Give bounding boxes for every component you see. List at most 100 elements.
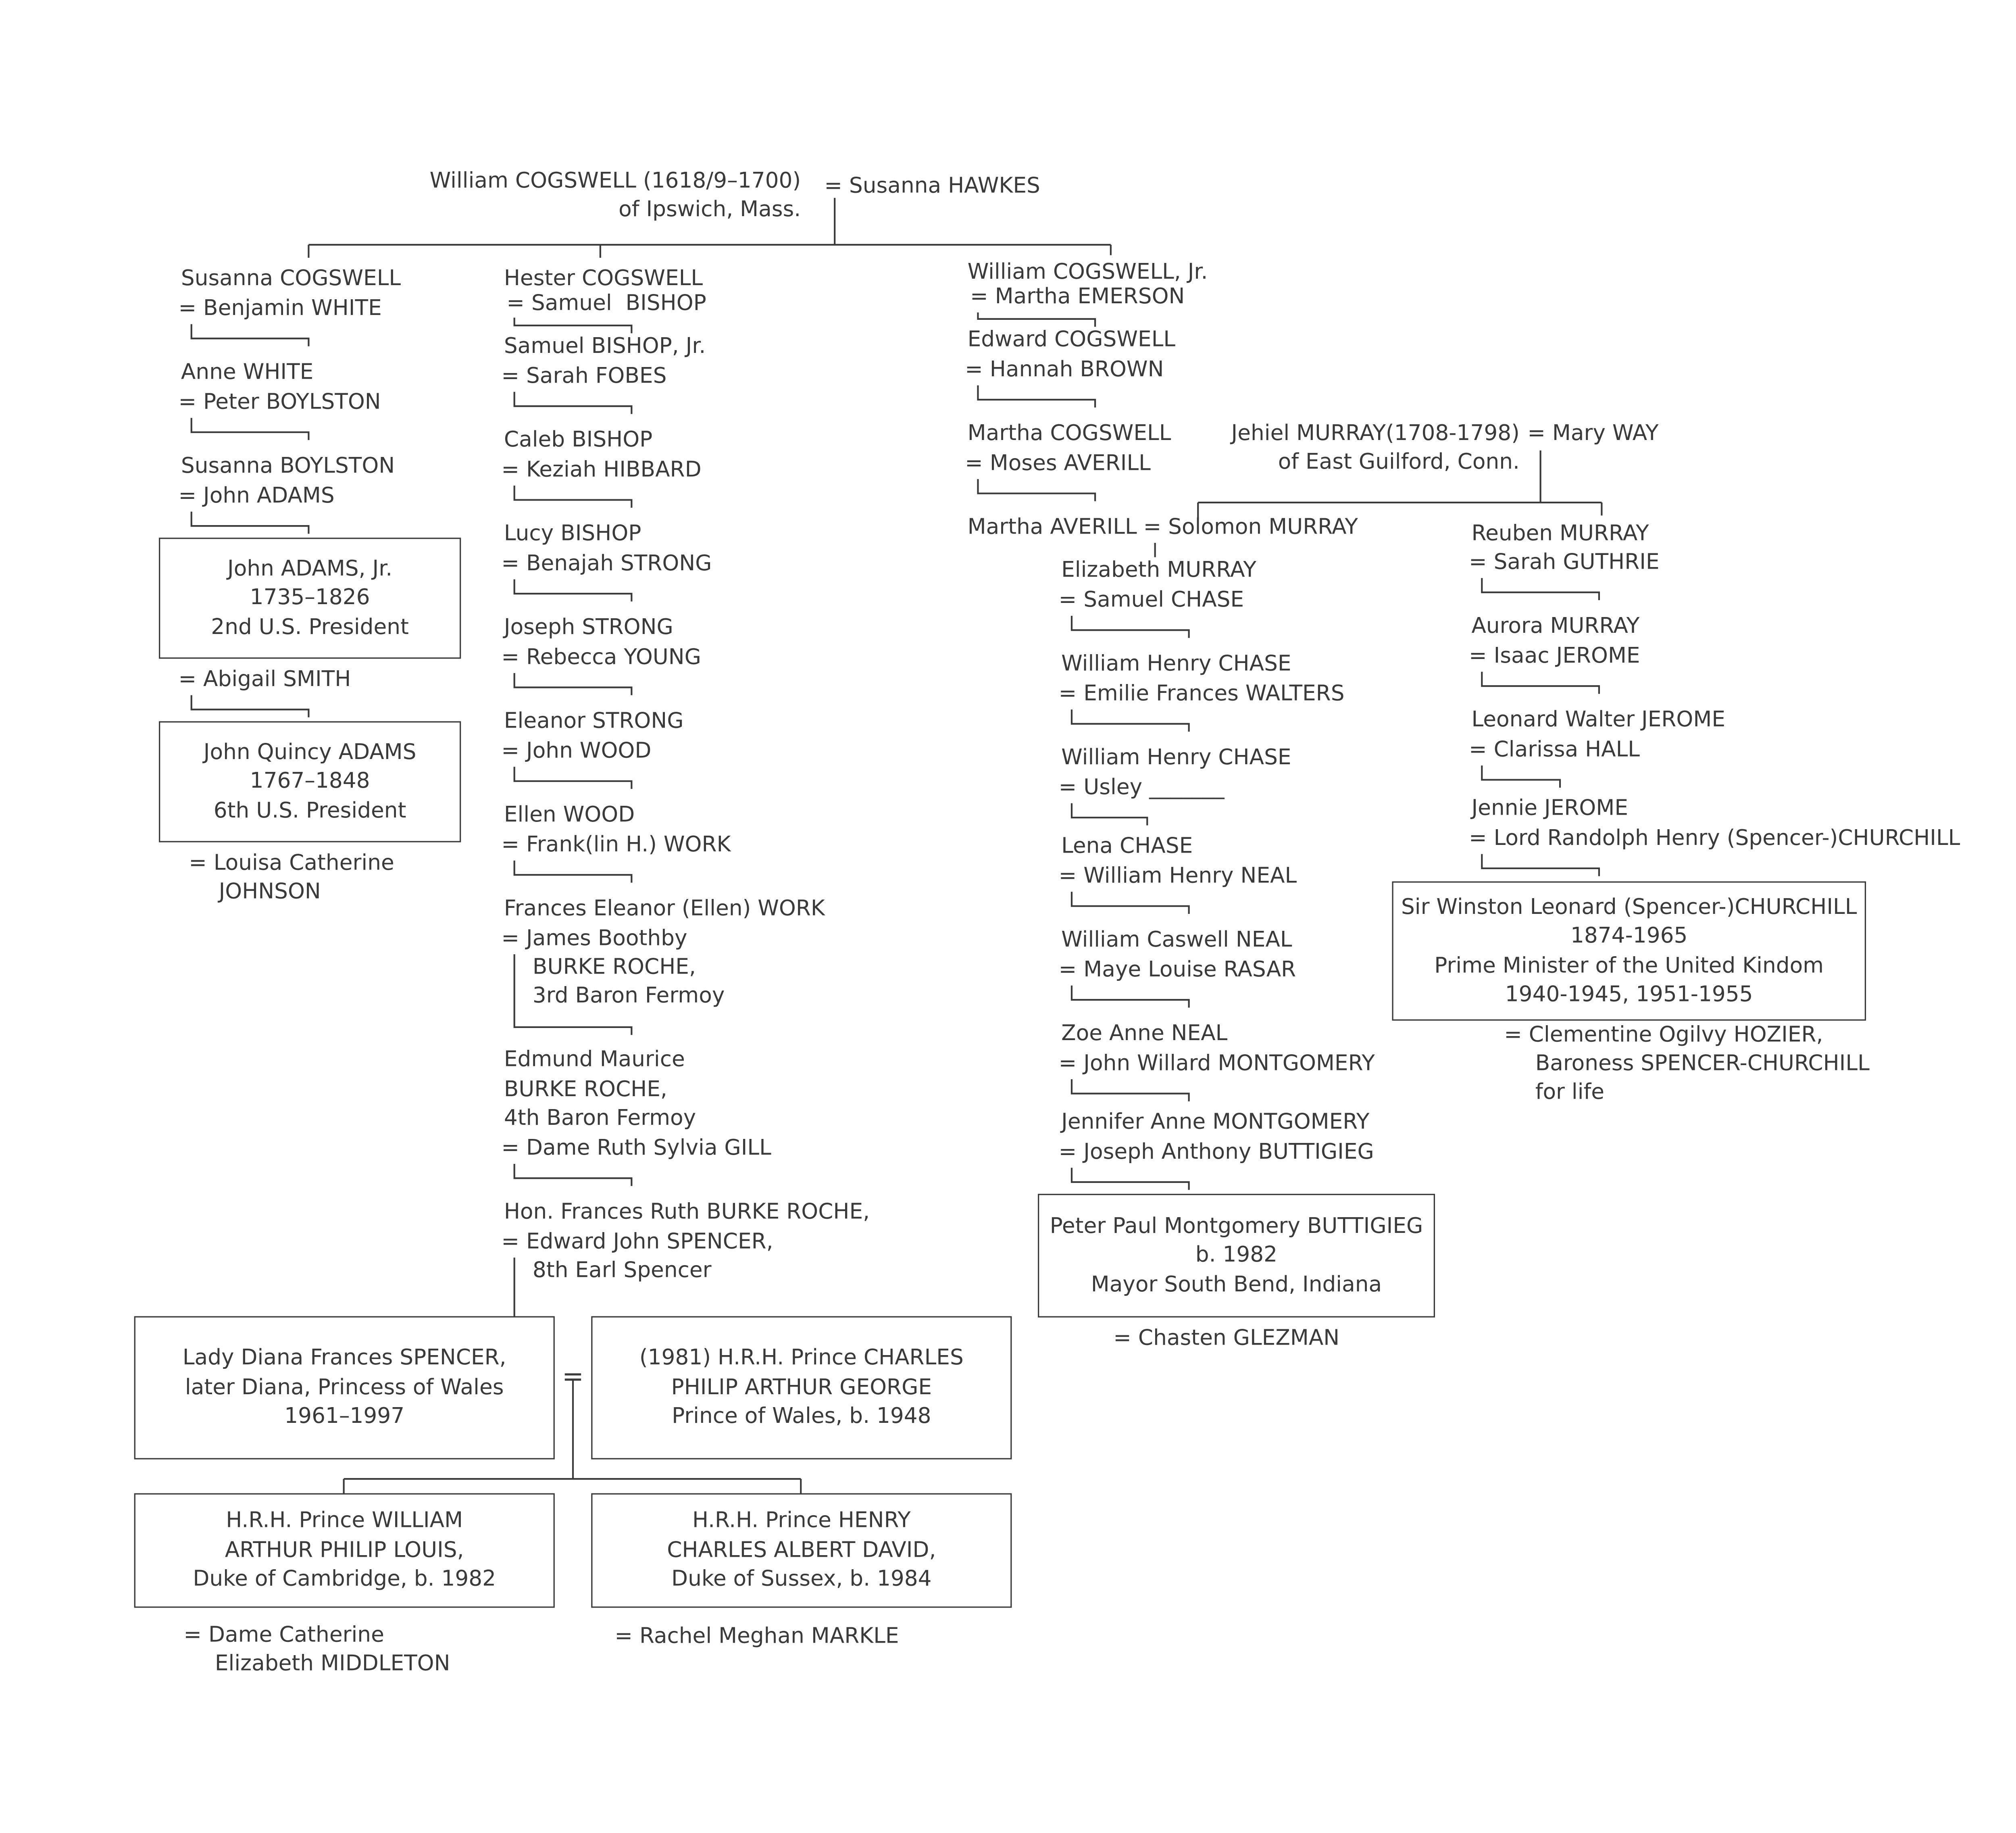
henry-box: H.R.H. Prince HENRY CHARLES ALBERT DAVID… <box>591 1493 1012 1608</box>
royal-person-10: Hon. Frances Ruth BURKE ROCHE, <box>504 1199 870 1224</box>
buttigieg-spouse-5: = Maye Louise RASAR <box>1058 957 1296 982</box>
buttigieg-spouse-1: = Samuel CHASE <box>1058 587 1244 612</box>
royal-spouse-3: = Keziah HIBBARD <box>501 457 702 482</box>
royal-descent <box>513 486 633 508</box>
royal-spouse-10-line2: 8th Earl Spencer <box>532 1257 712 1282</box>
churchill-spouse-1: = Sarah GUTHRIE <box>1468 549 1660 574</box>
william-spouse-line1: = Dame Catherine <box>183 1622 384 1647</box>
buttigieg-person-7: Jennifer Anne MONTGOMERY <box>1061 1109 1370 1134</box>
royal-person-8: Frances Eleanor (Ellen) WORK <box>504 895 825 921</box>
murray-root-name: Jehiel MURRAY(1708-1798) <box>1231 420 1520 445</box>
william-spouse-line2: Elizabeth MIDDLETON <box>215 1651 450 1676</box>
cogswell-spouse-1: = Martha EMERSON <box>970 284 1185 309</box>
cogswell-person-4: Martha AVERILL <box>967 514 1137 539</box>
buttigieg-descent <box>1070 892 1190 914</box>
marriage-equals-sign: = <box>562 1360 584 1392</box>
royal-spouse-7: = Frank(lin H.) WORK <box>501 832 731 857</box>
adams-person-3: Susanna BOYLSTON <box>181 453 395 478</box>
adams-person-1: Susanna COGSWELL <box>181 265 401 290</box>
royal-person-9-line1: Edmund Maurice <box>504 1047 685 1072</box>
buttigieg-details: Peter Paul Montgomery BUTTIGIEG b. 1982 … <box>1050 1213 1423 1297</box>
murray-root-residence: of East Guilford, Conn. <box>1278 449 1520 474</box>
royal-spouse-2: = Sarah FOBES <box>501 363 667 388</box>
cogswell-person-3: Martha COGSWELL <box>967 420 1171 445</box>
charles-box: (1981) H.R.H. Prince CHARLES PHILIP ARTH… <box>591 1316 1012 1460</box>
royal-descent <box>513 579 633 602</box>
john-quincy-adams-box: John Quincy ADAMS 1767–1848 6th U.S. Pre… <box>159 721 461 842</box>
royal-person-3: Caleb BISHOP <box>504 427 653 452</box>
buttigieg-spouse-6: = John Willard MONTGOMERY <box>1058 1050 1375 1076</box>
royal-spouse-8-line2: BURKE ROCHE, <box>532 954 696 979</box>
royal-spouse-8-line1: = James Boothby <box>501 926 687 951</box>
buttigieg-descent <box>1070 1079 1190 1101</box>
buttigieg-person-1: Elizabeth MURRAY <box>1061 557 1257 582</box>
adams-spouse-3: = John ADAMS <box>178 483 335 508</box>
root-spouse: = Susanna HAWKES <box>824 173 1040 198</box>
royal-person-6: Eleanor STRONG <box>504 708 684 733</box>
churchill-person-2: Aurora MURRAY <box>1471 613 1640 638</box>
root-residence: of Ipswich, Mass. <box>619 196 801 221</box>
john-adams-spouse: = Abigail SMITH <box>178 666 351 692</box>
buttigieg-spouse-4: = William Henry NEAL <box>1058 863 1297 888</box>
john-quincy-adams-spouse-line1: = Louisa Catherine <box>189 850 394 875</box>
churchill-spouse-4: = Lord Randolph Henry (Spencer-)CHURCHIL… <box>1468 825 1960 850</box>
churchill-spouse-2: = Isaac JEROME <box>1468 643 1640 668</box>
churchill-spouse-3: = Clarissa HALL <box>1468 737 1640 762</box>
adams-descent <box>190 418 310 440</box>
buttigieg-spouse: = Chasten GLEZMAN <box>1113 1325 1340 1350</box>
royal-descent <box>513 317 633 334</box>
royal-descent <box>513 673 633 695</box>
buttigieg-descent <box>1070 803 1148 826</box>
royal-spouse-5: = Rebecca YOUNG <box>501 644 701 669</box>
royal-descent <box>513 392 633 414</box>
henry-details: H.R.H. Prince HENRY CHARLES ALBERT DAVID… <box>667 1508 936 1591</box>
royal-spouse-6: = John WOOD <box>501 738 652 763</box>
cogswell-descent <box>977 479 1096 501</box>
charles-details: (1981) H.R.H. Prince CHARLES PHILIP ARTH… <box>639 1345 964 1428</box>
buttigieg-person-5: William Caswell NEAL <box>1061 927 1292 952</box>
adams-spouse-1: = Benjamin WHITE <box>178 295 382 321</box>
henry-spouse: = Rachel Meghan MARKLE <box>614 1623 899 1648</box>
churchill-descent <box>1481 765 1561 788</box>
royal-person-7: Ellen WOOD <box>504 802 635 827</box>
royal-spouse-4: = Benajah STRONG <box>501 551 712 576</box>
adams-descent <box>190 511 310 534</box>
churchill-spouse-line3: for life <box>1535 1079 1605 1104</box>
churchill-box: Sir Winston Leonard (Spencer-)CHURCHILL … <box>1392 881 1866 1021</box>
buttigieg-person-3: William Henry CHASE <box>1061 744 1291 769</box>
churchill-descent <box>1481 854 1600 876</box>
buttigieg-spouse-7: = Joseph Anthony BUTTIGIEG <box>1058 1139 1374 1164</box>
royal-spouse-10-line1: = Edward John SPENCER, <box>501 1229 773 1254</box>
diana-box: Lady Diana Frances SPENCER, later Diana,… <box>134 1316 555 1460</box>
royal-descent <box>513 860 633 883</box>
cogswell-person-2: Edward COGSWELL <box>967 327 1176 352</box>
buttigieg-descent <box>1070 985 1190 1008</box>
cogswell-spouse-3: = Moses AVERILL <box>965 450 1151 475</box>
cogswell-descent <box>977 312 1096 327</box>
royal-person-2: Samuel BISHOP, Jr. <box>504 333 706 358</box>
royal-person-9-line2: BURKE ROCHE, <box>504 1076 667 1101</box>
buttigieg-spouse-2: = Emilie Frances WALTERS <box>1058 681 1345 706</box>
royal-spouse-1: = Samuel BISHOP <box>506 290 706 315</box>
royal-person-9-line3: 4th Baron Fermoy <box>504 1105 696 1130</box>
buttigieg-spouse-3: = Usley _______ <box>1058 774 1225 799</box>
william-box: H.R.H. Prince WILLIAM ARTHUR PHILIP LOUI… <box>134 1493 555 1608</box>
cogswell-person-1: William COGSWELL, Jr. <box>967 259 1208 284</box>
churchill-person-1: Reuben MURRAY <box>1471 521 1649 546</box>
adams-descent <box>190 324 310 346</box>
diana-details: Lady Diana Frances SPENCER, later Diana,… <box>182 1345 506 1428</box>
cogswell-spouse-4: = Solomon MURRAY <box>1143 514 1358 539</box>
churchill-person-4: Jennie JEROME <box>1471 795 1629 820</box>
cogswell-descent <box>977 385 1096 408</box>
churchill-spouse-line2: Baroness SPENCER-CHURCHILL <box>1535 1050 1870 1076</box>
royal-spouse-8-line3: 3rd Baron Fermoy <box>532 983 725 1008</box>
buttigieg-descent <box>1070 615 1190 638</box>
john-quincy-adams-details: John Quincy ADAMS 1767–1848 6th U.S. Pre… <box>203 739 417 823</box>
john-adams-details: John ADAMS, Jr. 1735–1826 2nd U.S. Presi… <box>211 555 409 639</box>
adams-person-2: Anne WHITE <box>181 359 314 384</box>
churchill-descent <box>1481 671 1600 694</box>
adams-descent <box>190 695 310 717</box>
royal-person-5: Joseph STRONG <box>504 614 673 639</box>
